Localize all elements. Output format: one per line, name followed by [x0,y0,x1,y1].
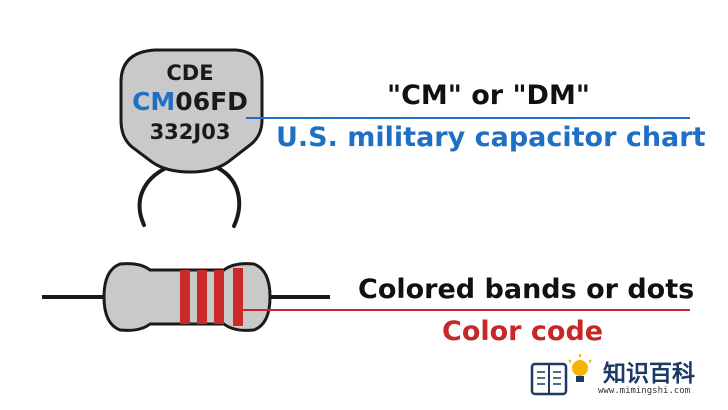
military-capacitor-chart-label: U.S. military capacitor chart [276,122,706,153]
colored-bands-heading: Colored bands or dots [358,274,695,305]
resistor-color-band [233,268,243,326]
resistor-color-band [180,270,190,324]
resistor-color-band [197,270,207,324]
capacitor-marking-prefix: CM [132,87,175,116]
resistor-color-band [214,270,224,324]
capacitor-marking-manufacturer: CDE [166,61,213,85]
capacitor-marking-value: 332J03 [150,120,231,144]
capacitor-lead-right [216,166,242,228]
capacitor-marking-type: CM06FD [132,87,248,116]
cm-dm-heading: "CM" or "DM" [387,80,590,111]
capacitor-marking-suffix: 06FD [175,87,248,116]
watermark-text: 知识百科 [603,361,695,387]
watermark-url: www.mimingshi.com [598,386,691,396]
capacitor-lead-left [137,166,168,227]
color-code-label: Color code [442,316,604,347]
book-lightbulb-icon [530,354,592,396]
ceramic-capacitor-body [119,48,264,174]
